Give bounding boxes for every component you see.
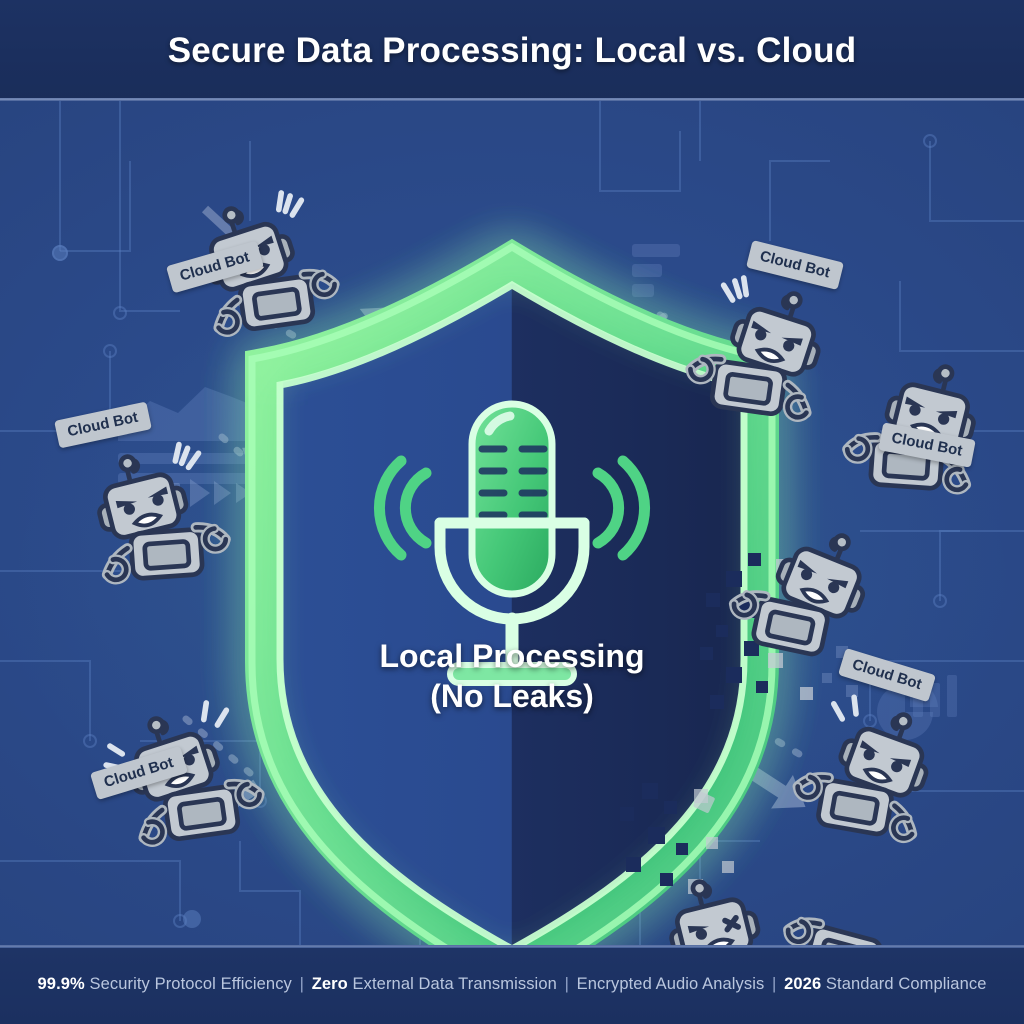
- footer-bar: 99.9% Security Protocol Efficiency | Zer…: [0, 945, 1024, 1024]
- footer-stat2-value: Zero: [311, 975, 348, 993]
- bot-arm-right: [298, 268, 340, 300]
- mic-capsule: [468, 400, 556, 598]
- footer-separator-2: |: [564, 975, 569, 993]
- page-title: Secure Data Processing: Local vs. Cloud: [167, 30, 857, 70]
- infographic-stage: Local Processing (No Leaks): [0, 101, 1024, 945]
- mic-base: [447, 662, 577, 686]
- mic-grill: [478, 445, 548, 519]
- cloud-bot-left: [62, 420, 244, 602]
- cloud-bot-top-right: [670, 251, 859, 440]
- shield-outer-rim: [248, 242, 776, 945]
- footer-stats: 99.9% Security Protocol Efficiency | Zer…: [38, 975, 987, 994]
- footer-stat4-value: 2026: [784, 975, 822, 993]
- microphone-icon: [374, 400, 650, 686]
- cloud-bot-bottom-right: [777, 670, 969, 862]
- bot-arm-left: [213, 294, 243, 337]
- footer-stat1-value: 99.9%: [37, 975, 85, 993]
- bot-impact-lines: [275, 190, 305, 218]
- footer-separator-1: |: [299, 975, 304, 993]
- sound-wave-left: [374, 455, 432, 561]
- footer-separator-3: |: [772, 975, 777, 993]
- decoration-text-blocks: [632, 244, 680, 297]
- header-bar: Secure Data Processing: Local vs. Cloud: [0, 0, 1024, 101]
- sound-wave-right: [592, 455, 650, 561]
- footer-stat2-label: External Data Transmission: [352, 975, 557, 993]
- footer-stat4-label: Standard Compliance: [825, 975, 987, 993]
- footer-stat1-label: Security Protocol Efficiency: [89, 975, 292, 993]
- mic-highlight: [484, 411, 515, 436]
- cloud-bot-partial-bottom-right: [765, 816, 964, 945]
- footer-stat3-label: Encrypted Audio Analysis: [576, 975, 765, 993]
- bot-screen: [252, 287, 302, 321]
